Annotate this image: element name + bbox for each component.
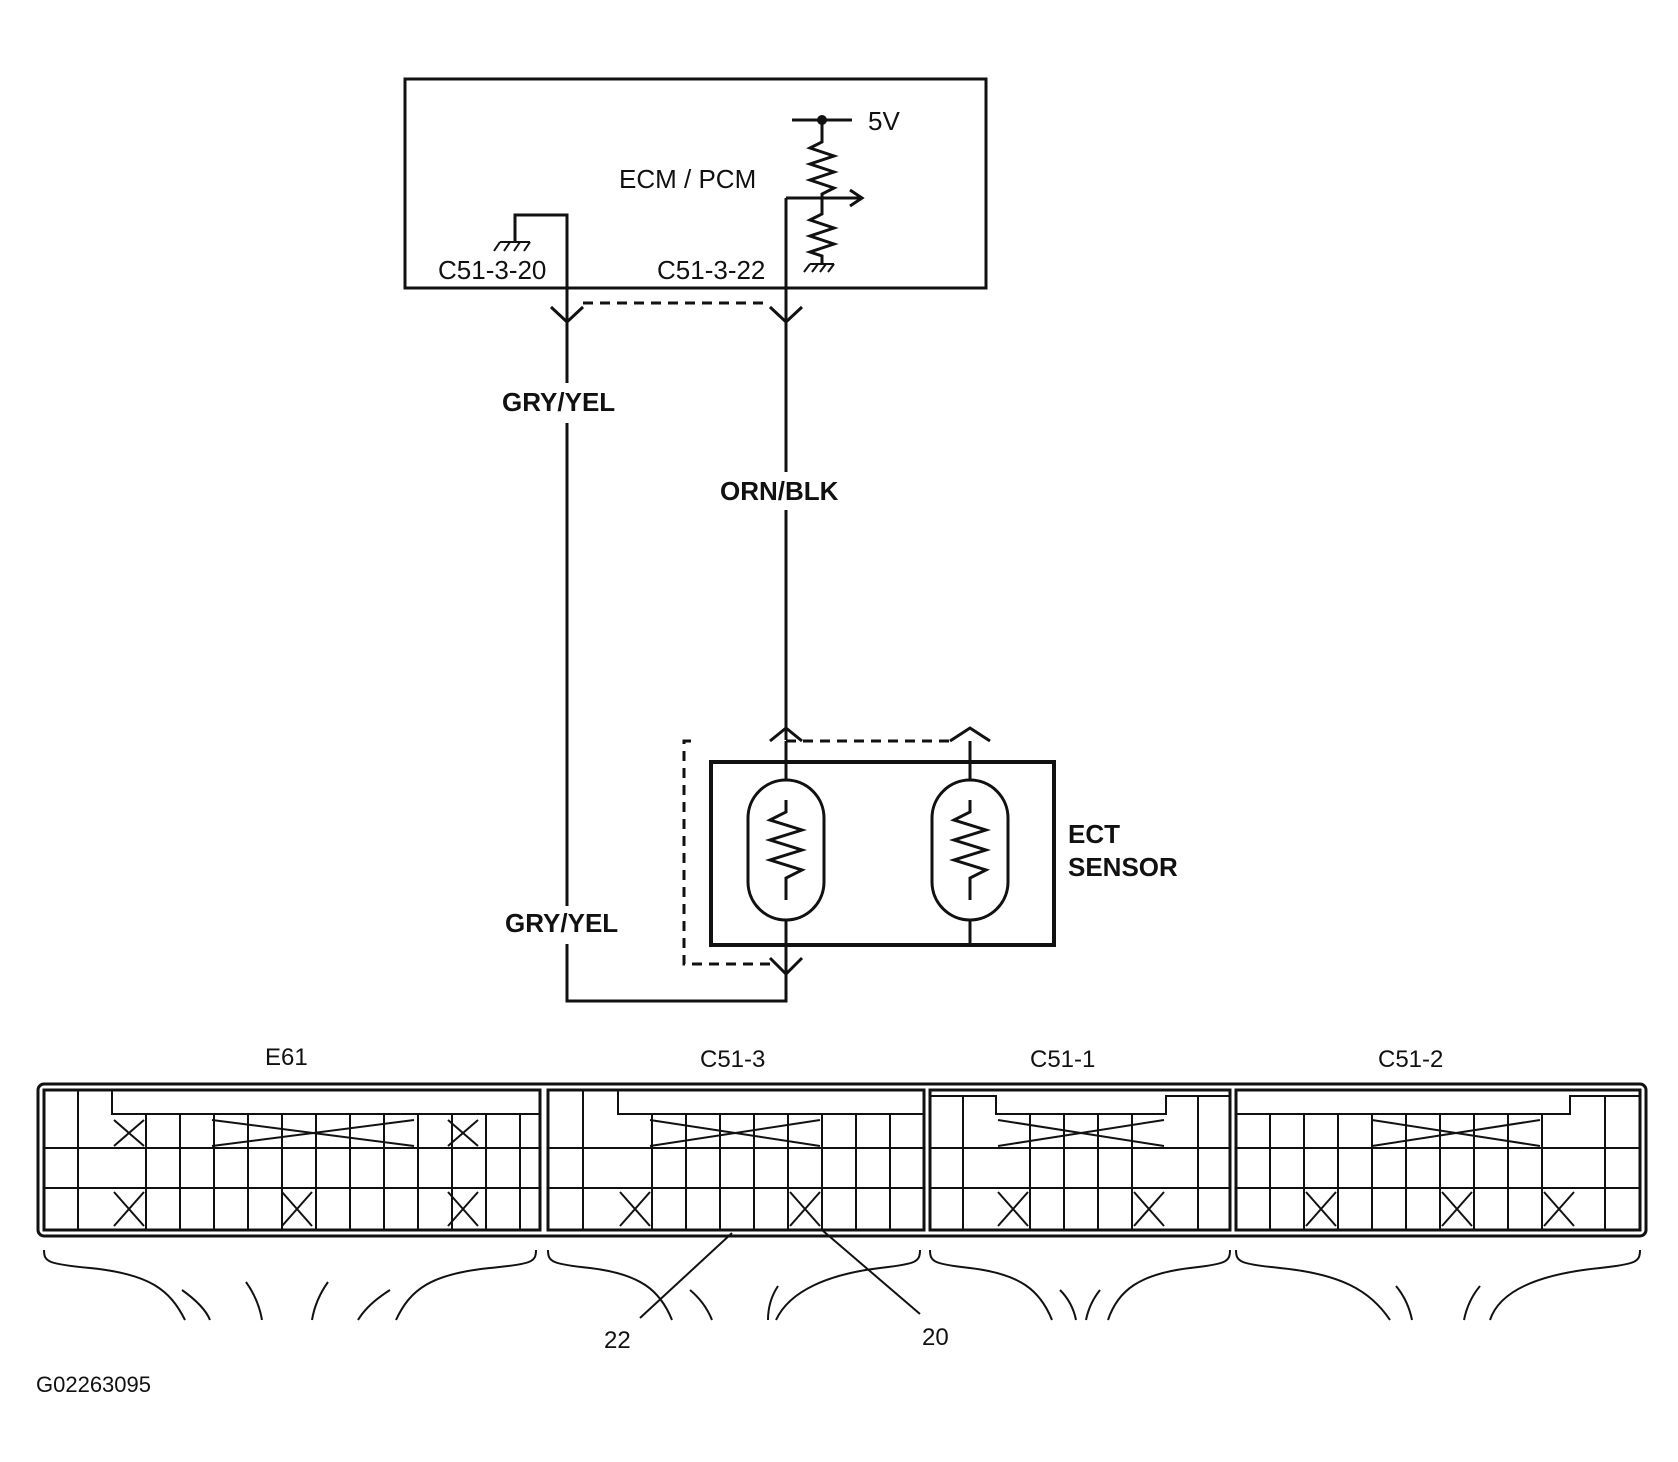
ecm-pcm-label: ECM / PCM	[619, 164, 756, 194]
ecm-ground-icon	[493, 213, 569, 288]
connector-label-c51-3: C51-3	[700, 1046, 765, 1073]
callout-pin-20: 20	[922, 1324, 949, 1351]
pin-label-signal: C51-3-22	[657, 255, 765, 285]
figure-id: G02263095	[36, 1372, 151, 1397]
ecm-pcm-module: ECM / PCM 5V	[403, 77, 988, 290]
supply-5v: 5V	[792, 106, 900, 136]
callout-pin-22: 22	[604, 1327, 631, 1354]
ect-sensor-label-2: SENSOR	[1068, 852, 1178, 882]
connector-e61	[42, 1088, 542, 1232]
supply-voltage-label: 5V	[868, 106, 900, 136]
connector-label-e61: E61	[265, 1044, 308, 1071]
ect-sensor-label-1: ECT	[1068, 819, 1120, 849]
wire-label-signal: ORN/BLK	[720, 476, 839, 506]
wire-signal: ORN/BLK	[720, 288, 839, 740]
wire-label-ground-bottom: GRY/YEL	[505, 908, 618, 938]
thermistor-1-icon	[746, 741, 826, 960]
connector-face-view: E61 C51-3 C51-1 C51-2	[36, 1044, 1648, 1354]
ect-sensor: ECT SENSOR	[682, 726, 1178, 977]
thermistor-2-icon	[930, 741, 1010, 945]
wire-bundle-curves	[43, 1249, 1641, 1321]
connector-c51-1	[928, 1088, 1232, 1232]
connector-label-c51-2: C51-2	[1378, 1046, 1443, 1073]
pullup-resistor	[784, 120, 865, 288]
connector-c51-2	[1234, 1088, 1642, 1232]
pin-label-ground: C51-3-20	[438, 255, 546, 285]
connector-label-c51-1: C51-1	[1030, 1046, 1095, 1073]
wire-ground: GRY/YEL GRY/YEL	[502, 288, 788, 1003]
pin-callouts: 22 20	[604, 1229, 949, 1354]
wire-label-ground-top: GRY/YEL	[502, 387, 615, 417]
ecm-connector-chevrons	[549, 301, 804, 325]
connector-c51-3	[546, 1088, 926, 1232]
